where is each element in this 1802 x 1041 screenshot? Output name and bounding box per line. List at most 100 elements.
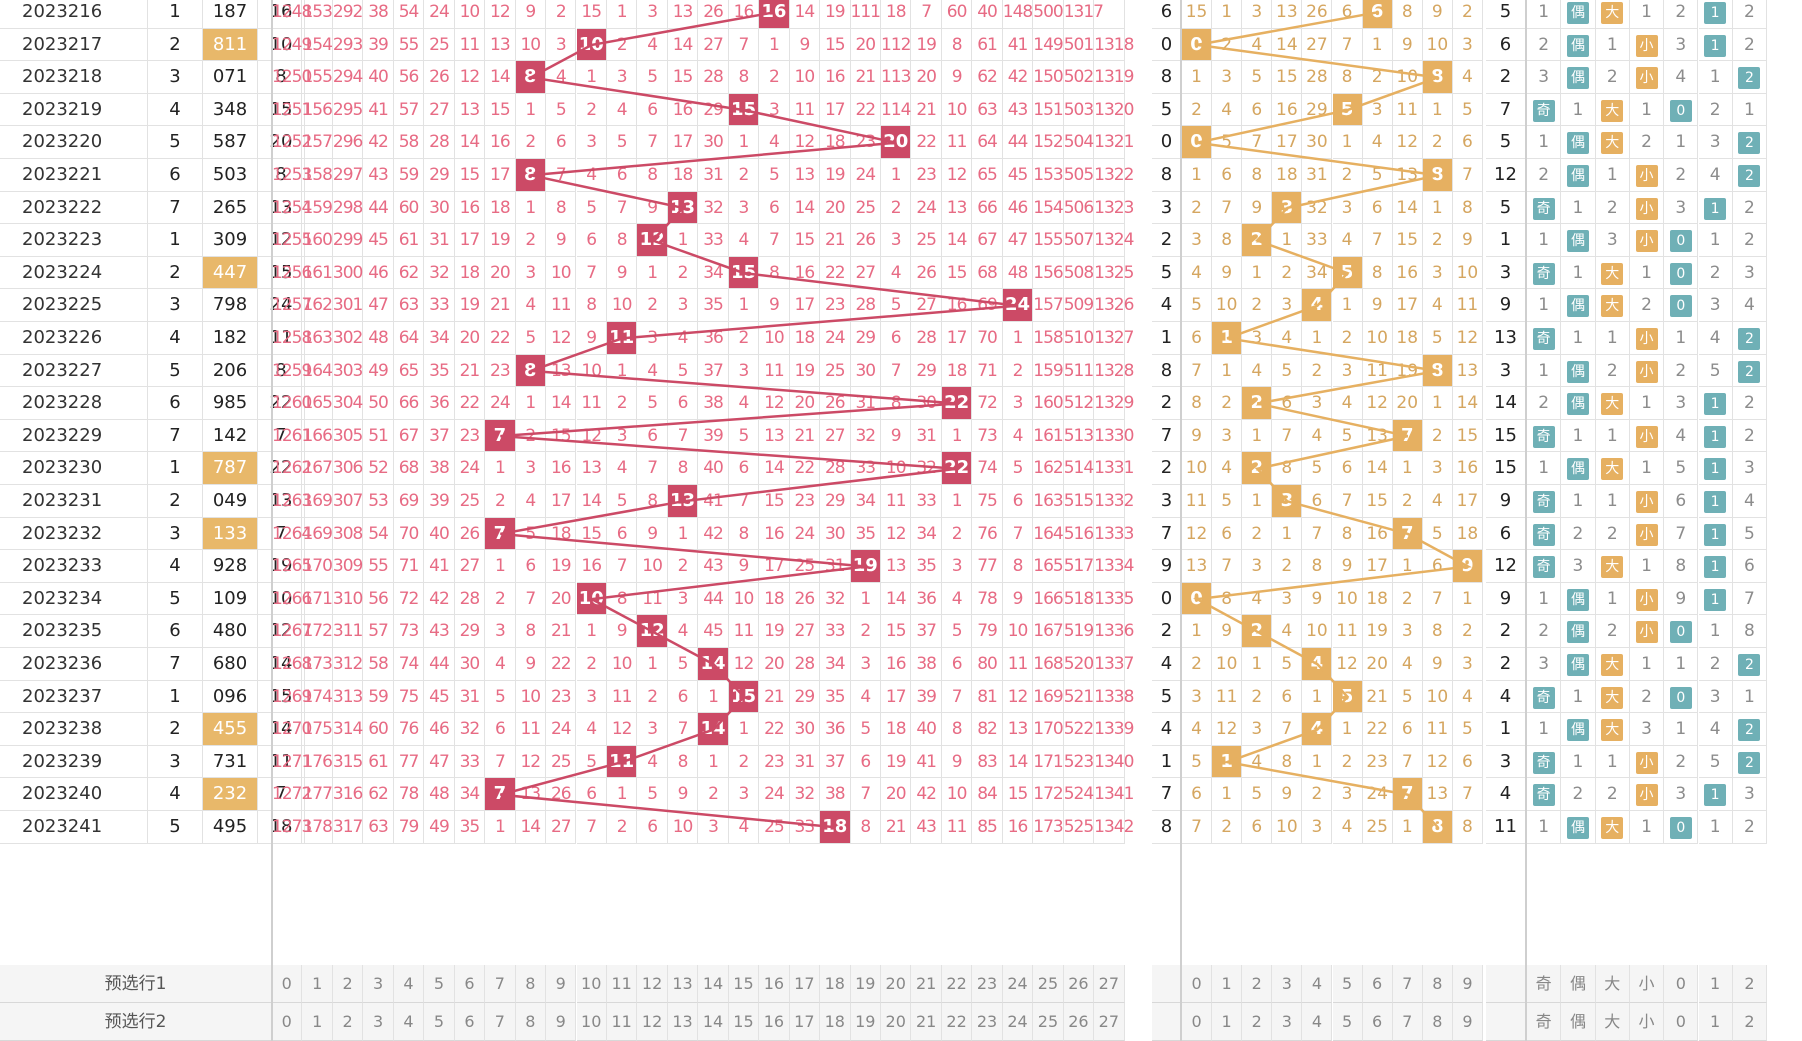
preselect-flag-option[interactable]: 奇 bbox=[1527, 965, 1562, 1003]
tail-miss-cell: 5 bbox=[1182, 289, 1213, 322]
preselect-tail-option[interactable]: 5 bbox=[1332, 1003, 1363, 1041]
preselect-tail-option[interactable]: 7 bbox=[1392, 965, 1423, 1003]
preselect-sum-option[interactable]: 4 bbox=[393, 1003, 425, 1041]
preselect-sum-option[interactable]: 6 bbox=[454, 965, 486, 1003]
preselect-sum-option[interactable]: 7 bbox=[485, 965, 516, 1003]
preselect-flag-option[interactable]: 1 bbox=[1698, 1003, 1733, 1041]
preselect-tail-option[interactable]: 1 bbox=[1212, 965, 1243, 1003]
preselect-sum-option[interactable]: 18 bbox=[820, 1003, 851, 1041]
preselect-flag-option[interactable]: 小 bbox=[1629, 1003, 1665, 1041]
preselect-tail-option[interactable]: 9 bbox=[1452, 965, 1483, 1003]
preselect-sum-option[interactable]: 12 bbox=[637, 965, 668, 1003]
preselect-sum-option[interactable]: 4 bbox=[393, 965, 425, 1003]
preselect-sum-option[interactable]: 23 bbox=[972, 965, 1003, 1003]
preselect-sum-option[interactable]: 14 bbox=[698, 965, 729, 1003]
preselect-sum-option[interactable]: 11 bbox=[606, 1003, 638, 1041]
preselect-flag-option[interactable]: 2 bbox=[1732, 1003, 1768, 1041]
preselect-tail-option[interactable]: 9 bbox=[1452, 1003, 1483, 1041]
preselect-sum-option[interactable]: 0 bbox=[272, 965, 303, 1003]
preselect-tail-option[interactable]: 3 bbox=[1272, 965, 1303, 1003]
preselect-sum-option[interactable]: 2 bbox=[332, 965, 364, 1003]
preselect-sum-option[interactable]: 8 bbox=[515, 1003, 547, 1041]
footer-spacer bbox=[1152, 965, 1182, 1003]
preselect-flag-option[interactable]: 大 bbox=[1595, 1003, 1630, 1041]
preselect-tail-option[interactable]: 8 bbox=[1422, 965, 1453, 1003]
preselect-sum-option[interactable]: 26 bbox=[1063, 965, 1095, 1003]
preselect-sum-option[interactable]: 0 bbox=[272, 1003, 303, 1041]
preselect-flag-option[interactable]: 偶 bbox=[1561, 965, 1596, 1003]
preselect-sum-option[interactable]: 15 bbox=[728, 965, 760, 1003]
preselect-sum-option[interactable]: 26 bbox=[1063, 1003, 1095, 1041]
flag-cell: 4 bbox=[1698, 322, 1733, 355]
preselect-tail-option[interactable]: 2 bbox=[1242, 965, 1273, 1003]
sum-miss-cell: 8 bbox=[515, 615, 547, 648]
preselect-sum-option[interactable]: 13 bbox=[667, 1003, 699, 1041]
preselect-sum-option[interactable]: 20 bbox=[881, 965, 912, 1003]
preselect-sum-option[interactable]: 25 bbox=[1033, 965, 1064, 1003]
preselect-tail-option[interactable]: 6 bbox=[1362, 965, 1393, 1003]
preselect-sum-option[interactable]: 3 bbox=[363, 965, 394, 1003]
remainder-badge: 2 bbox=[1738, 165, 1761, 187]
preselect-sum-option[interactable]: 16 bbox=[759, 965, 790, 1003]
flag-cell: 大 bbox=[1595, 648, 1630, 681]
preselect-sum-option[interactable]: 27 bbox=[1094, 1003, 1125, 1041]
preselect-sum-option[interactable]: 20 bbox=[881, 1003, 912, 1041]
preselect-tail-option[interactable]: 6 bbox=[1362, 1003, 1393, 1041]
preselect-sum-option[interactable]: 9 bbox=[546, 965, 577, 1003]
preselect-flag-option[interactable]: 0 bbox=[1664, 965, 1699, 1003]
preselect-sum-option[interactable]: 15 bbox=[728, 1003, 760, 1041]
preselect-sum-option[interactable]: 19 bbox=[850, 965, 881, 1003]
preselect-sum-option[interactable]: 23 bbox=[972, 1003, 1003, 1041]
preselect-flag-option[interactable]: 1 bbox=[1698, 965, 1733, 1003]
preselect-sum-option[interactable]: 7 bbox=[485, 1003, 516, 1041]
preselect-sum-option[interactable]: 13 bbox=[667, 965, 699, 1003]
preselect-sum-option[interactable]: 24 bbox=[1002, 965, 1034, 1003]
preselect-tail-option[interactable]: 7 bbox=[1392, 1003, 1423, 1041]
preselect-tail-option[interactable]: 1 bbox=[1212, 1003, 1243, 1041]
preselect-flag-option[interactable]: 小 bbox=[1629, 965, 1665, 1003]
preselect-flag-option[interactable]: 0 bbox=[1664, 1003, 1699, 1041]
preselect-tail-option[interactable]: 5 bbox=[1332, 965, 1363, 1003]
preselect-sum-option[interactable]: 16 bbox=[759, 1003, 790, 1041]
preselect-sum-option[interactable]: 17 bbox=[789, 1003, 821, 1041]
preselect-tail-option[interactable]: 0 bbox=[1182, 1003, 1213, 1041]
preselect-sum-option[interactable]: 10 bbox=[576, 965, 607, 1003]
preselect-flag-option[interactable]: 2 bbox=[1732, 965, 1768, 1003]
preselect-sum-option[interactable]: 27 bbox=[1094, 965, 1125, 1003]
preselect-flag-option[interactable]: 偶 bbox=[1561, 1003, 1596, 1041]
preselect-sum-option[interactable]: 25 bbox=[1033, 1003, 1064, 1041]
preselect-tail-option[interactable]: 8 bbox=[1422, 1003, 1453, 1041]
preselect-sum-option[interactable]: 3 bbox=[363, 1003, 394, 1041]
preselect-tail-option[interactable]: 3 bbox=[1272, 1003, 1303, 1041]
sum-miss-cell: 10 bbox=[576, 354, 607, 388]
preselect-flag-option[interactable]: 大 bbox=[1595, 965, 1630, 1003]
preselect-sum-option[interactable]: 19 bbox=[850, 1003, 881, 1041]
preselect-sum-option[interactable]: 11 bbox=[606, 965, 638, 1003]
preselect-sum-option[interactable]: 22 bbox=[941, 965, 973, 1003]
preselect-sum-option[interactable]: 1 bbox=[302, 965, 333, 1003]
preselect-flag-option[interactable]: 奇 bbox=[1527, 1003, 1562, 1041]
preselect-sum-option[interactable]: 12 bbox=[637, 1003, 668, 1041]
preselect-sum-option[interactable]: 9 bbox=[546, 1003, 577, 1041]
tail-miss-cell: 14 bbox=[1362, 452, 1393, 485]
preselect-sum-option[interactable]: 6 bbox=[454, 1003, 486, 1041]
preselect-sum-option[interactable]: 14 bbox=[698, 1003, 729, 1041]
sum-miss-cell: 8 bbox=[759, 256, 790, 290]
preselect-tail-option[interactable]: 0 bbox=[1182, 965, 1213, 1003]
preselect-sum-option[interactable]: 5 bbox=[424, 965, 455, 1003]
preselect-sum-option[interactable]: 5 bbox=[424, 1003, 455, 1041]
preselect-sum-option[interactable]: 17 bbox=[789, 965, 821, 1003]
preselect-sum-option[interactable]: 1 bbox=[302, 1003, 333, 1041]
preselect-sum-option[interactable]: 21 bbox=[911, 1003, 942, 1041]
preselect-sum-option[interactable]: 22 bbox=[941, 1003, 973, 1041]
preselect-tail-option[interactable]: 4 bbox=[1302, 965, 1333, 1003]
preselect-sum-option[interactable]: 10 bbox=[576, 1003, 607, 1041]
preselect-tail-option[interactable]: 2 bbox=[1242, 1003, 1273, 1041]
sum-miss-cell: 1335 bbox=[1094, 582, 1134, 616]
preselect-sum-option[interactable]: 18 bbox=[820, 965, 851, 1003]
preselect-sum-option[interactable]: 2 bbox=[332, 1003, 364, 1041]
preselect-sum-option[interactable]: 24 bbox=[1002, 1003, 1034, 1041]
preselect-tail-option[interactable]: 4 bbox=[1302, 1003, 1333, 1041]
preselect-sum-option[interactable]: 8 bbox=[515, 965, 547, 1003]
preselect-sum-option[interactable]: 21 bbox=[911, 965, 942, 1003]
